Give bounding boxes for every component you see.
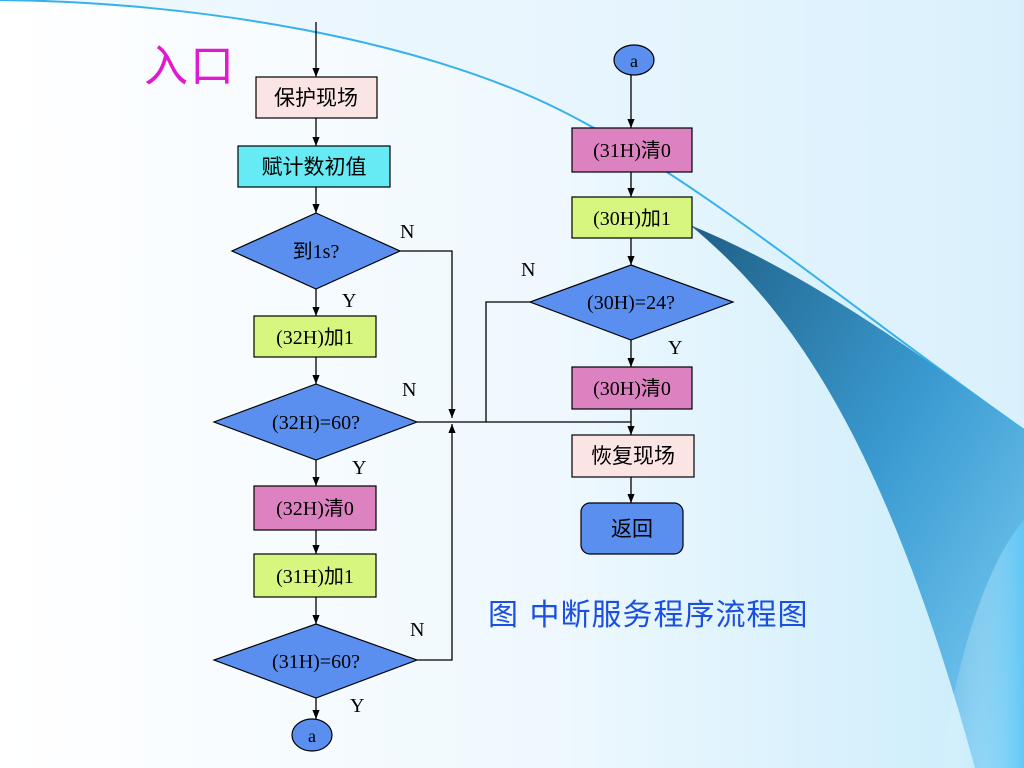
svg-text:(32H)加1: (32H)加1 [276,326,354,349]
node-clear-31h: (31H)清0 [571,127,693,173]
svg-text:(30H)加1: (30H)加1 [593,207,671,230]
branch-n-31h: N [410,619,424,641]
decision-31h-60: (31H)=60? [212,623,419,699]
svg-text:赋计数初值: 赋计数初值 [262,155,367,179]
svg-text:恢复现场: 恢复现场 [591,444,675,468]
svg-text:保护现场: 保护现场 [274,86,358,110]
node-clear-30h: (30H)清0 [571,366,693,410]
branch-y-30h: Y [668,337,682,359]
node-inc-31h: (31H)加1 [253,553,377,598]
svg-text:a: a [308,726,316,746]
svg-text:(30H)清0: (30H)清0 [593,377,671,400]
node-inc-32h: (32H)加1 [253,315,377,358]
node-restore-context: 恢复现场 [571,434,695,478]
branch-y-1s: Y [342,290,356,312]
decision-1s: 到1s? [230,212,402,290]
connector-a-in: a [613,44,655,76]
flow-connectors [312,22,635,719]
svg-text:a: a [630,51,638,71]
branch-n-1s: N [400,221,414,243]
connector-a-out: a [291,718,333,752]
svg-text:到1s?: 到1s? [293,240,340,263]
svg-text:返回: 返回 [611,517,653,541]
decision-30h-24: (30H)=24? [528,264,735,341]
node-save-context: 保护现场 [255,76,378,119]
branch-n-30h: N [521,259,535,281]
branch-labels: N Y N Y N Y N Y [342,221,682,717]
svg-text:(31H)清0: (31H)清0 [593,139,671,162]
node-inc-30h: (30H)加1 [571,196,693,239]
node-clear-32h: (32H)清0 [253,485,377,531]
svg-text:(31H)加1: (31H)加1 [276,565,354,588]
svg-text:(32H)=60?: (32H)=60? [272,412,360,434]
entry-label: 入口 [144,41,236,92]
svg-text:(30H)=24?: (30H)=24? [587,292,675,314]
svg-text:(32H)清0: (32H)清0 [276,497,354,520]
svg-text:(31H)=60?: (31H)=60? [272,651,360,673]
branch-y-31h: Y [350,695,364,717]
branch-n-32h: N [402,379,416,401]
figure-caption: 图 中断服务程序流程图 [488,598,809,633]
branch-y-32h: Y [352,457,366,479]
node-init-count: 赋计数初值 [237,145,391,188]
node-return: 返回 [580,502,684,555]
decision-32h-60: (32H)=60? [212,383,419,461]
